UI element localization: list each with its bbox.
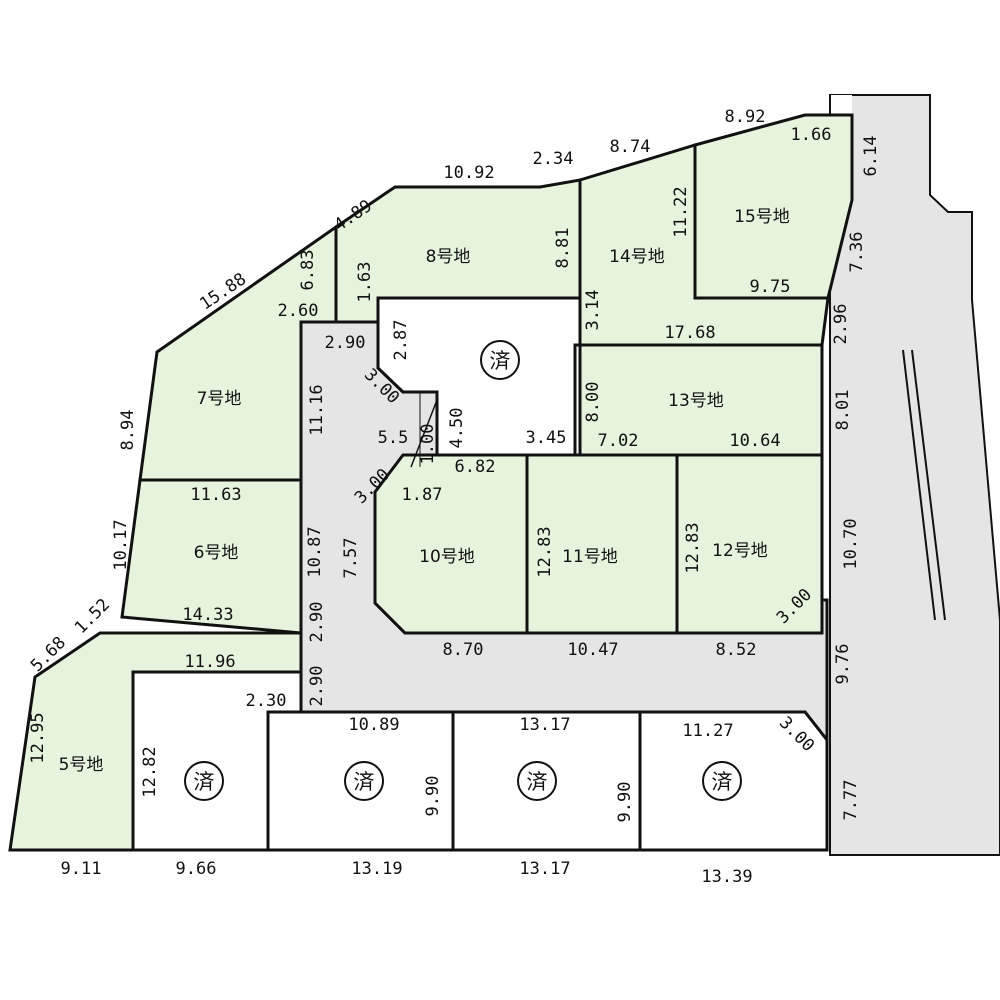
dim-label: 9.76 (833, 644, 853, 685)
sold-mark-3: 済 (517, 761, 557, 801)
lot-label-8: 8号地 (426, 247, 471, 267)
notch-line (410, 399, 438, 468)
dim-label: 2.90 (307, 666, 327, 707)
dim-label: 2.90 (307, 602, 327, 643)
svg-text:済: 済 (712, 770, 733, 794)
dim-label: 5.5 (378, 428, 409, 448)
road-strip (830, 95, 852, 115)
dim-label: 7.77 (841, 780, 861, 821)
dim-label: 9.90 (615, 782, 635, 823)
dim-label: 10.64 (729, 431, 780, 451)
lot-label-11: 11号地 (562, 547, 618, 567)
dim-label: 6.82 (455, 457, 496, 477)
dim-label: 2.30 (246, 691, 287, 711)
dim-label: 12.95 (28, 712, 48, 763)
dim-label: 13.39 (701, 867, 752, 887)
dim-label: 10.17 (111, 519, 131, 570)
dim-label: 9.66 (176, 859, 217, 879)
dim-label: 10.70 (841, 518, 861, 569)
dim-label: 3.14 (583, 290, 603, 331)
dim-label: 1.66 (791, 125, 832, 145)
dim-label: 7.02 (598, 431, 639, 451)
sold-lot-top (376, 296, 582, 457)
sold-mark-4: 済 (702, 761, 742, 801)
dim-label: 11.63 (190, 485, 241, 505)
dim-label: 10.87 (305, 526, 325, 577)
sold-mark-1: 済 (184, 761, 224, 801)
dim-label: 8.70 (443, 640, 484, 660)
lot-label-6: 6号地 (194, 543, 239, 563)
dim-label: 8.52 (716, 640, 757, 660)
dim-label: 10.89 (348, 715, 399, 735)
lot-12[interactable] (675, 453, 824, 635)
lot-label-13: 13号地 (668, 391, 724, 411)
dim-label: 2.90 (325, 333, 366, 353)
svg-text:済: 済 (490, 349, 511, 373)
lot-label-10: 10号地 (419, 547, 475, 567)
dim-label: 8.94 (118, 410, 138, 451)
dim-label: 10.47 (567, 640, 618, 660)
dim-label: 7.36 (847, 232, 867, 273)
dim-label: 1.00 (418, 424, 438, 465)
svg-text:済: 済 (527, 770, 548, 794)
lot-10[interactable] (373, 453, 529, 635)
dim-label: 8.92 (725, 107, 766, 127)
dim-label: 9.75 (750, 277, 791, 297)
dim-label: 8.01 (833, 390, 853, 431)
lot-label-5: 5号地 (59, 755, 104, 775)
lot-label-14: 14号地 (609, 247, 665, 267)
dim-label: 11.16 (307, 384, 327, 435)
dim-label: 3.45 (526, 428, 567, 448)
dim-label: 8.81 (553, 228, 573, 269)
dim-label: 6.83 (298, 250, 318, 291)
road-divider (911, 349, 946, 621)
dim-label: 10.92 (443, 163, 494, 183)
svg-text:済: 済 (354, 770, 375, 794)
dim-label: 12.82 (140, 746, 160, 797)
dim-label: 12.83 (683, 522, 703, 573)
dim-label: 11.22 (671, 186, 691, 237)
dim-label: 11.96 (184, 652, 235, 672)
dim-label: 1.63 (355, 262, 375, 303)
lot-label-12: 12号地 (712, 541, 768, 561)
dim-label: 12.83 (535, 526, 555, 577)
sold-mark-2: 済 (344, 761, 384, 801)
lot-label-7: 7号地 (197, 389, 242, 409)
public-road (829, 94, 1000, 856)
dim-label: 14.33 (182, 605, 233, 625)
dim-label: 7.57 (341, 538, 361, 579)
dim-label: 11.27 (682, 721, 733, 741)
dim-label: 9.90 (423, 776, 443, 817)
dim-label: 2.34 (533, 149, 574, 169)
dim-label: 2.87 (391, 320, 411, 361)
dim-label: 17.68 (664, 323, 715, 343)
dim-label: 13.17 (519, 715, 570, 735)
lot-label-15: 15号地 (734, 207, 790, 227)
dim-label: 13.17 (519, 859, 570, 879)
dim-label: 1.87 (402, 485, 443, 505)
sold-mark-top: 済 (480, 340, 520, 380)
dim-label: 2.60 (278, 301, 319, 321)
dim-label: 13.19 (351, 859, 402, 879)
svg-text:済: 済 (194, 770, 215, 794)
sold-lot-4 (638, 710, 829, 852)
dim-label: 9.11 (61, 859, 102, 879)
lot-15[interactable] (693, 113, 854, 300)
dim-label: 6.14 (861, 136, 881, 177)
dim-label: 8.74 (610, 137, 651, 157)
road-divider (902, 349, 936, 621)
dim-label: 2.96 (831, 304, 851, 345)
dim-label: 8.00 (583, 382, 603, 423)
dim-label: 4.50 (447, 408, 467, 449)
